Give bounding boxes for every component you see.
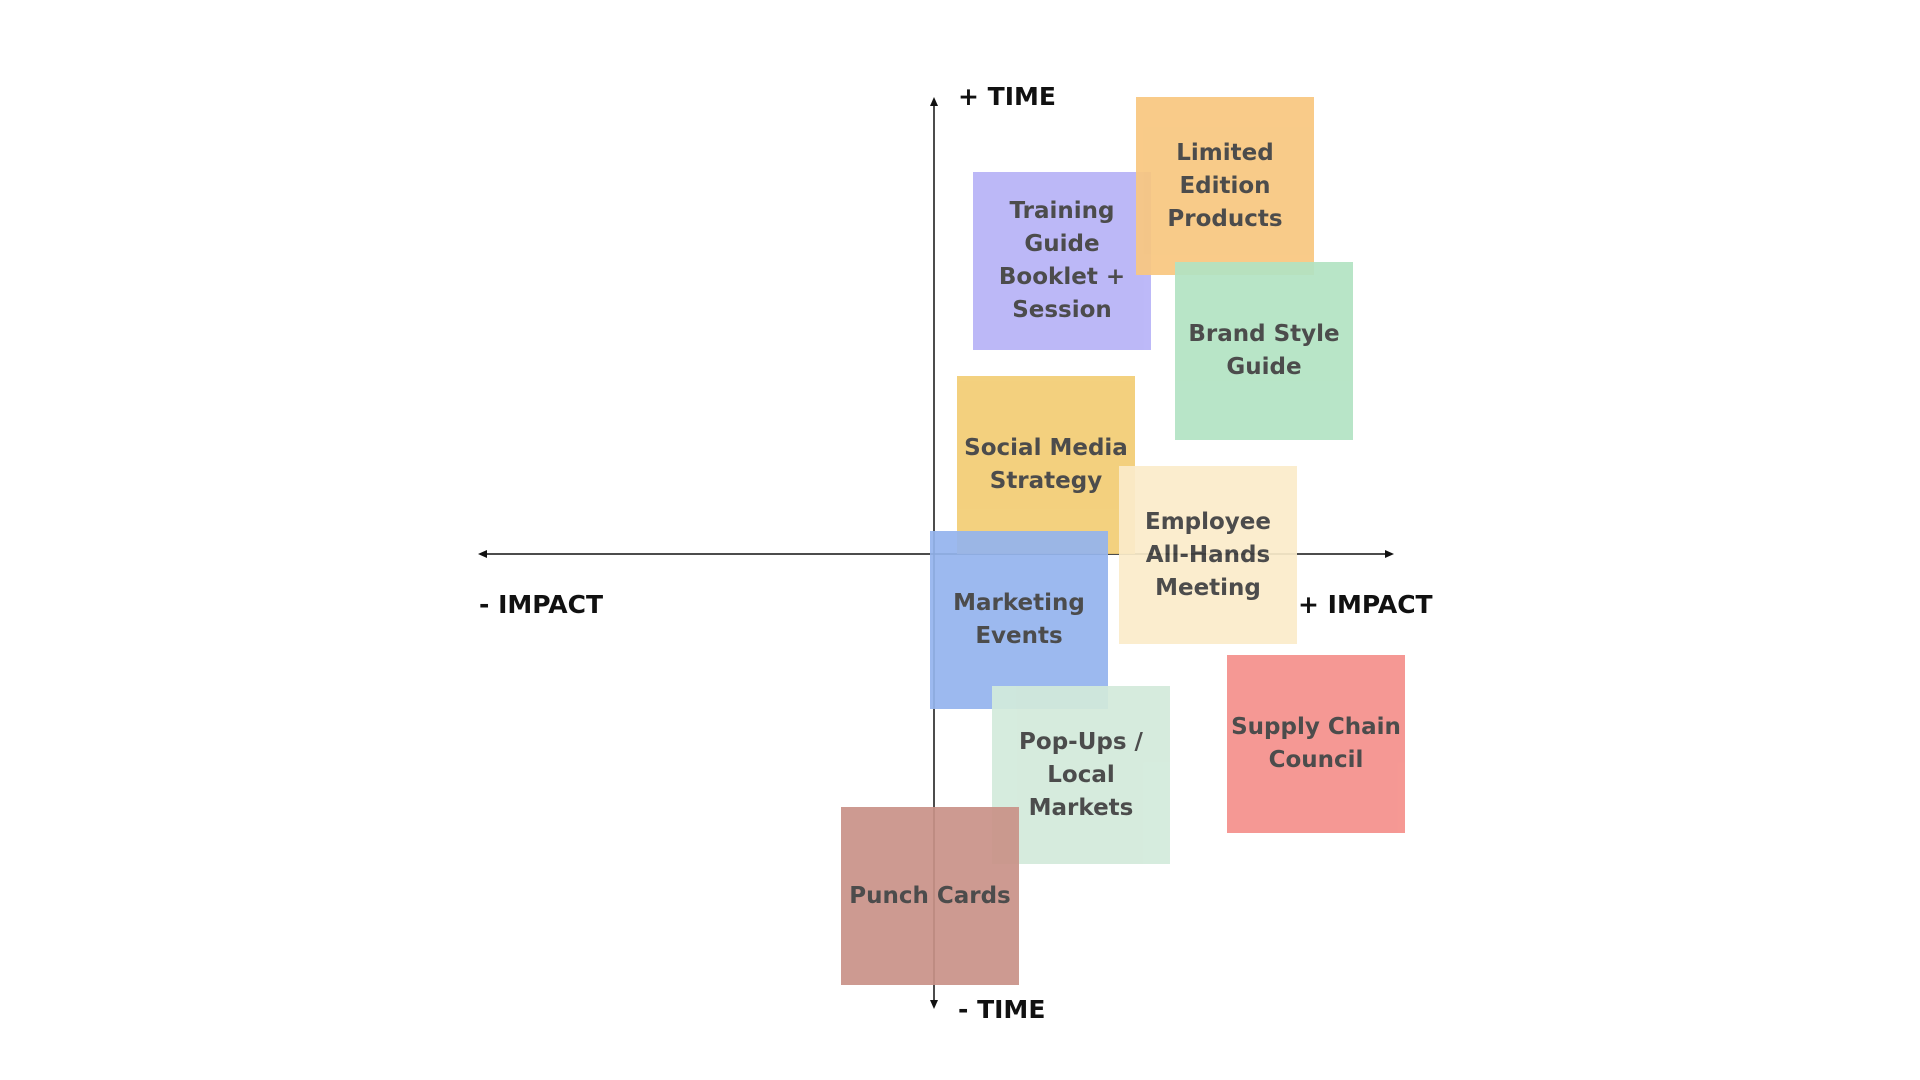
axis-label-minus-time: - TIME: [958, 995, 1046, 1024]
note-label: Punch Cards: [849, 882, 1011, 909]
note-supply-chain-council[interactable]: Supply Chain Council: [1227, 655, 1405, 833]
note-social-media-strategy[interactable]: Social Media Strategy: [957, 376, 1135, 554]
note-label: Pop-Ups / Local Markets: [1019, 728, 1143, 821]
note-limited-edition-products[interactable]: Limited Edition Products: [1136, 97, 1314, 275]
axis-label-plus-time: + TIME: [958, 82, 1056, 111]
axis-label-plus-impact: + IMPACT: [1298, 590, 1433, 619]
axis-label-minus-impact: - IMPACT: [479, 590, 604, 619]
note-label: Brand Style Guide: [1188, 321, 1340, 380]
note-brand-style-guide[interactable]: Brand Style Guide: [1175, 262, 1353, 440]
note-label: Social Media Strategy: [964, 435, 1128, 494]
note-punch-cards[interactable]: Punch Cards: [841, 807, 1019, 985]
note-label: Limited Edition Products: [1167, 139, 1283, 232]
note-employee-all-hands[interactable]: Employee All-Hands Meeting: [1119, 466, 1297, 644]
note-training-guide[interactable]: Training Guide Booklet + Session: [973, 172, 1151, 350]
note-label: Training Guide Booklet + Session: [998, 198, 1126, 323]
note-label: Marketing Events: [953, 590, 1085, 649]
note-label: Supply Chain Council: [1231, 714, 1401, 773]
note-marketing-events[interactable]: Marketing Events: [930, 531, 1108, 709]
note-pop-ups-local-markets[interactable]: Pop-Ups / Local Markets: [992, 686, 1170, 864]
note-label: Employee All-Hands Meeting: [1144, 508, 1272, 601]
